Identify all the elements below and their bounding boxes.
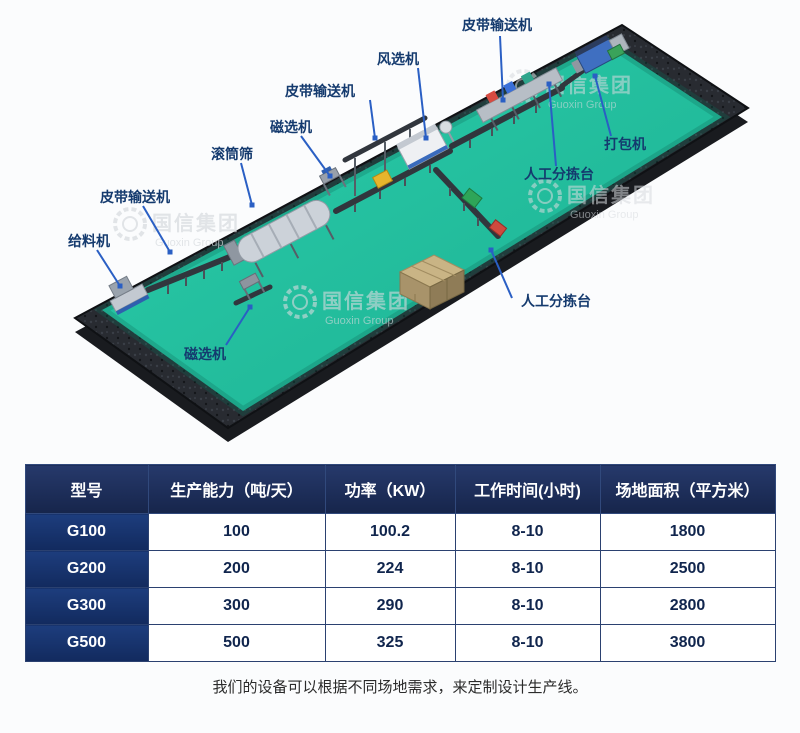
- svg-text:人工分拣台: 人工分拣台: [524, 166, 594, 182]
- callout-baler: 打包机: [592, 73, 646, 152]
- watermark-cn: 国信集团: [567, 183, 655, 207]
- gear-icon: [283, 285, 317, 319]
- header-site-area: 场地面积（平方米）: [599, 464, 776, 514]
- watermark-en: Guoxin Group: [325, 315, 393, 327]
- manual-sorting-platform-top: [475, 67, 564, 132]
- callout-manual-sorting-lower: 人工分拣台: [488, 247, 591, 309]
- production-line-illustration: 国信集团 Guoxin Group 国信集团 Guoxin Group 国信集团…: [68, 17, 750, 442]
- cell-capacity: 200: [147, 550, 326, 588]
- table-row: G200 200 224 8-10 2500: [24, 550, 776, 588]
- callout-manual-sorting-right: 人工分拣台: [524, 81, 594, 182]
- cell-power: 100.2: [324, 513, 456, 551]
- cell-capacity: 500: [147, 624, 326, 662]
- belt-conveyor-1: [145, 249, 245, 294]
- table-header-row: 型号 生产能力（吨/天） 功率（KW） 工作时间(小时) 场地面积（平方米）: [24, 464, 776, 514]
- magnetic-separator-lower-machine: [233, 272, 273, 306]
- cell-work-time: 8-10: [454, 587, 601, 625]
- callout-belt-conveyor-top: 皮带输送机: [461, 17, 532, 103]
- cell-work-time: 8-10: [454, 624, 601, 662]
- svg-text:磁选机: 磁选机: [184, 346, 226, 362]
- svg-text:人工分拣台: 人工分拣台: [521, 293, 591, 309]
- cell-site-area: 3800: [599, 624, 776, 662]
- air-separator-machine: [396, 120, 457, 170]
- cell-power: 224: [324, 550, 456, 588]
- svg-text:皮带输送机: 皮带输送机: [284, 83, 355, 99]
- cell-capacity: 100: [147, 513, 326, 551]
- header-power: 功率（KW）: [324, 464, 456, 514]
- table-row: G100 100 100.2 8-10 1800: [24, 513, 776, 551]
- cell-model: G100: [24, 513, 149, 551]
- callout-belt-conveyor-left: 皮带输送机: [99, 189, 173, 255]
- cell-work-time: 8-10: [454, 513, 601, 551]
- watermark-en: Guoxin Group: [548, 99, 616, 111]
- cell-model: G500: [24, 624, 149, 662]
- svg-text:皮带输送机: 皮带输送机: [461, 17, 532, 33]
- svg-text:滚筒筛: 滚筒筛: [211, 146, 253, 162]
- svg-text:皮带输送机: 皮带输送机: [99, 189, 170, 205]
- svg-text:风选机: 风选机: [377, 51, 419, 67]
- header-work-time: 工作时间(小时): [454, 464, 601, 514]
- cell-capacity: 300: [147, 587, 326, 625]
- cell-site-area: 1800: [599, 513, 776, 551]
- small-machine-yellow: [371, 169, 394, 189]
- cell-work-time: 8-10: [454, 550, 601, 588]
- trommel-screen-machine: [223, 199, 335, 278]
- callout-feeder: 给料机: [68, 233, 123, 289]
- header-model: 型号: [24, 464, 149, 514]
- cell-model: G200: [24, 550, 149, 588]
- belt-conveyor-3: [449, 85, 565, 149]
- callout-air-separator: 风选机: [377, 51, 429, 141]
- watermark-en: Guoxin Group: [155, 237, 223, 249]
- table-row: G300 300 290 8-10 2800: [24, 587, 776, 625]
- cell-site-area: 2500: [599, 550, 776, 588]
- cell-model: G300: [24, 587, 149, 625]
- watermark-cn: 国信集团: [322, 289, 410, 313]
- watermark-en: Guoxin Group: [570, 209, 638, 221]
- watermark-cn: 国信集团: [152, 211, 240, 235]
- watermark-guoxin: 国信集团 Guoxin Group: [283, 285, 410, 327]
- watermark-guoxin: 国信集团 Guoxin Group: [528, 179, 655, 221]
- bale-pile: [398, 254, 466, 310]
- spec-table: 型号 生产能力（吨/天） 功率（KW） 工作时间(小时) 场地面积（平方米） G…: [24, 464, 776, 662]
- cell-power: 325: [324, 624, 456, 662]
- factory-floor: [102, 41, 722, 411]
- gear-icon: [528, 179, 562, 213]
- svg-text:磁选机: 磁选机: [270, 119, 312, 135]
- svg-text:给料机: 给料机: [68, 233, 110, 249]
- svg-text:打包机: 打包机: [604, 136, 646, 152]
- header-capacity: 生产能力（吨/天）: [147, 464, 326, 514]
- green-unit: [606, 43, 626, 61]
- cell-power: 290: [324, 587, 456, 625]
- callout-trommel-screen: 滚筒筛: [211, 146, 255, 208]
- callout-magnetic-separator-upper: 磁选机: [270, 119, 333, 179]
- gear-icon: [113, 207, 147, 241]
- branch-sorting-line: [433, 167, 508, 239]
- cell-site-area: 2800: [599, 587, 776, 625]
- callout-belt-conveyor-mid: 皮带输送机: [284, 83, 378, 141]
- callout-magnetic-separator-lower: 磁选机: [184, 304, 253, 362]
- table-row: G500 500 325 8-10 3800: [24, 624, 776, 662]
- watermark-guoxin: 国信集团 Guoxin Group: [113, 207, 240, 249]
- belt-conveyor-2: [333, 148, 453, 214]
- caption-text: 我们的设备可以根据不同场地需求，来定制设计生产线。: [212, 679, 588, 696]
